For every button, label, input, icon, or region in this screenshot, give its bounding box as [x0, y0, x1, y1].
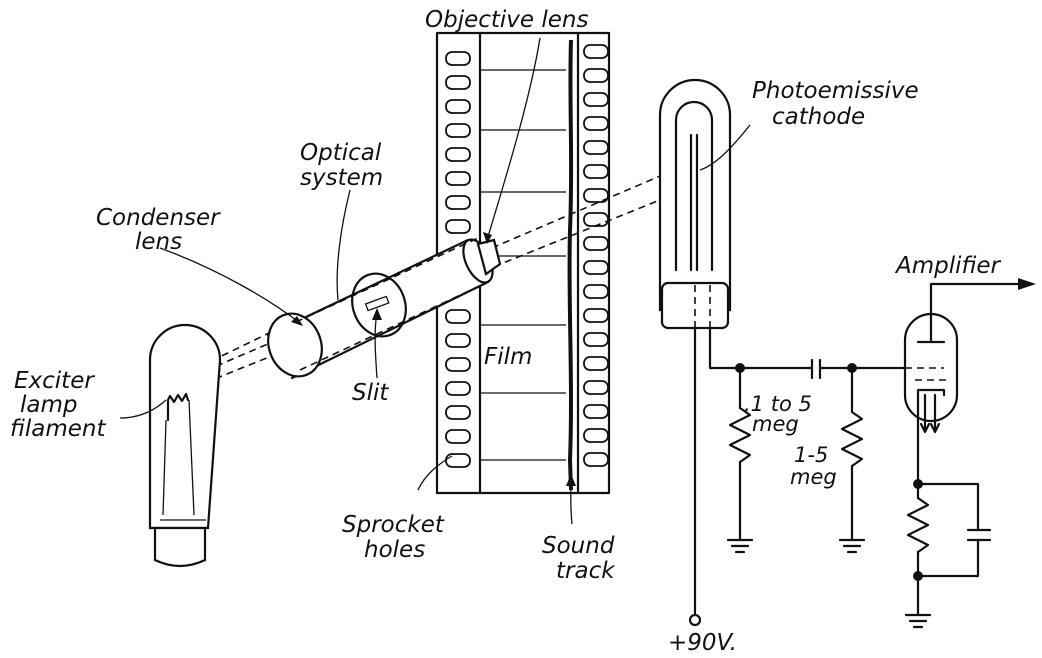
- leader-optical: [336, 189, 351, 301]
- label-r1-line2: meg: [752, 412, 799, 436]
- sprocket-holes-left: [445, 51, 471, 468]
- label-photo-line2: cathode: [772, 104, 865, 130]
- leader-sprocket: [417, 455, 453, 491]
- photo-cell: [658, 78, 732, 330]
- cathode-resistor: [906, 496, 930, 554]
- film-strip: [435, 31, 611, 495]
- label-exciter-line3: filament: [10, 416, 106, 442]
- exciter-filament: [166, 392, 190, 422]
- photocell-bulb: [658, 78, 732, 312]
- circuit: [688, 278, 1036, 629]
- labels: Objective lens Optical system Condenser …: [10, 7, 1002, 656]
- label-supply-voltage: +90V.: [668, 630, 737, 656]
- label-condenser-line2: lens: [135, 229, 182, 255]
- label-condenser-line1: Condenser: [96, 205, 221, 231]
- optical-system-tube: [266, 237, 502, 380]
- slit-rect: [364, 295, 390, 312]
- sprocket-holes-right: [583, 44, 609, 467]
- tube-cathode: [916, 388, 946, 397]
- amplifier-tube: [903, 312, 959, 434]
- label-amplifier: Amplifier: [894, 253, 1002, 279]
- label-photo-line1: Photoemissive: [752, 78, 919, 104]
- leader-lines: [119, 37, 751, 525]
- label-optical-line1: Optical: [300, 140, 382, 166]
- label-sprocket-line1: Sprocket: [342, 512, 445, 538]
- exciter-lamp-base: [153, 526, 207, 568]
- exciter-lamp: [148, 323, 222, 568]
- frame-lines: [480, 69, 566, 461]
- label-objective-lens: Objective lens: [425, 7, 588, 33]
- label-exciter-line1: Exciter: [14, 368, 95, 394]
- label-r2-line2: meg: [790, 465, 837, 489]
- resistor-2: [840, 410, 864, 468]
- label-exciter-line2: lamp: [20, 392, 78, 418]
- leader-exciter: [119, 399, 167, 419]
- label-sound-line2: track: [556, 558, 616, 584]
- condenser-lens-disc: [267, 312, 323, 378]
- output-arrow: [1018, 278, 1036, 290]
- leader-condenser: [159, 247, 301, 324]
- ground-1: [726, 538, 754, 554]
- sound-track-line: [567, 39, 574, 491]
- label-optical-line2: system: [300, 165, 383, 191]
- exciter-lamp-bulb: [148, 323, 222, 530]
- supply-terminal: [688, 613, 702, 627]
- label-sprocket-line2: holes: [364, 537, 425, 563]
- ground-2: [838, 538, 866, 554]
- output-wire: [929, 282, 1022, 320]
- label-sound-line1: Sound: [542, 533, 615, 559]
- leader-cathode: [699, 124, 751, 171]
- label-r1-line1: .1 to 5: [744, 392, 812, 416]
- photoemissive-cathode: [674, 100, 714, 272]
- label-film: Film: [484, 344, 532, 370]
- leader-objective: [486, 37, 541, 241]
- ground-3: [904, 613, 932, 629]
- label-r2-line1: 1-5: [794, 443, 828, 467]
- label-slit: Slit: [352, 380, 389, 406]
- slit-disc: [351, 272, 407, 338]
- resistor-1: [728, 406, 752, 464]
- objective-nose: [476, 238, 502, 276]
